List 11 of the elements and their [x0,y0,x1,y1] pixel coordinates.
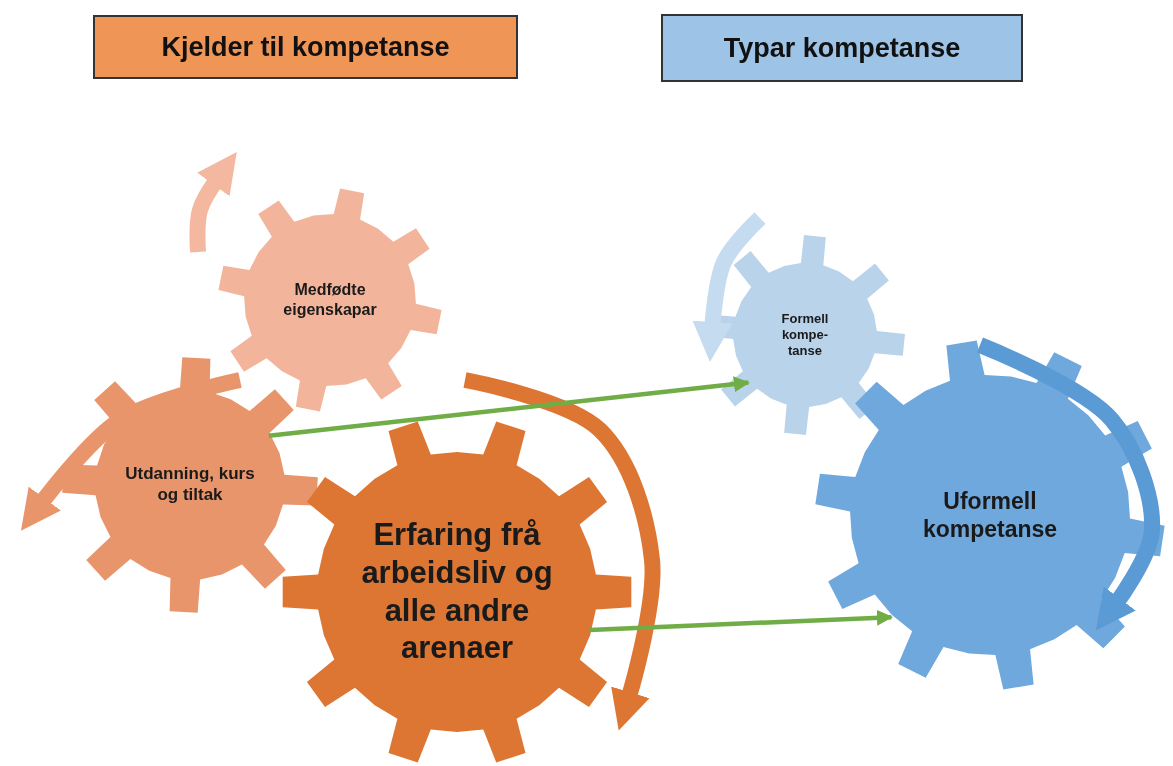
gear-label: Medfødte eigenskapar [282,280,378,320]
arrow [589,609,893,633]
heading-box [661,14,1023,82]
gear-label: Uformell kompetanse [921,486,1059,544]
gear-label: Erfaring frå arbeidsliv og alle andre arenaer [360,516,554,668]
gear-label: Utdanning, kurs og tiltak [125,464,255,506]
heading-text: Typar kompetanse [723,32,961,64]
gear-label: Formell kompe- tanse [780,311,830,359]
arrow [268,376,750,438]
heading-text: Kjelder til kompetanse [161,31,450,63]
heading-box [93,15,518,79]
